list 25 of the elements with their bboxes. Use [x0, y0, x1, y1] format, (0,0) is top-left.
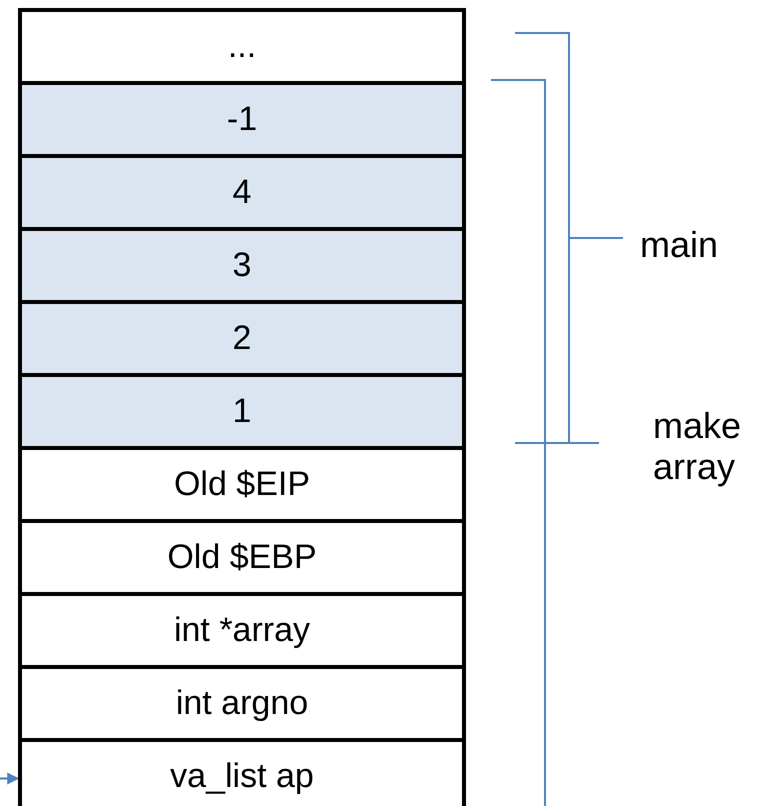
cell-text: 1 [232, 392, 252, 431]
stack-cell [18, 158, 466, 231]
stack-cell [18, 8, 466, 85]
cell-text: ... [228, 27, 256, 66]
stack-cell [18, 85, 466, 158]
stack-cell [18, 450, 466, 523]
stack-cell [18, 596, 466, 669]
cell-text: int *array [174, 611, 310, 650]
cell-text: 2 [232, 319, 252, 358]
cell-text: 4 [232, 173, 252, 212]
cell-text: va_list ap [170, 757, 314, 796]
stack-cell [18, 742, 466, 806]
frame-label: main [640, 224, 718, 266]
cell-text: Old $EBP [167, 538, 317, 577]
cell-text: int argno [176, 684, 308, 723]
stack-cell [18, 523, 466, 596]
stack-cell [18, 377, 466, 450]
cell-text: Old $EIP [174, 465, 310, 504]
cell-text: 3 [232, 246, 252, 285]
frame-label: make array [653, 405, 742, 488]
arrow [0, 772, 20, 784]
stack-cell [18, 304, 466, 377]
stack-cell [18, 669, 466, 742]
stack-cell [18, 231, 466, 304]
cell-text: -1 [226, 100, 258, 139]
